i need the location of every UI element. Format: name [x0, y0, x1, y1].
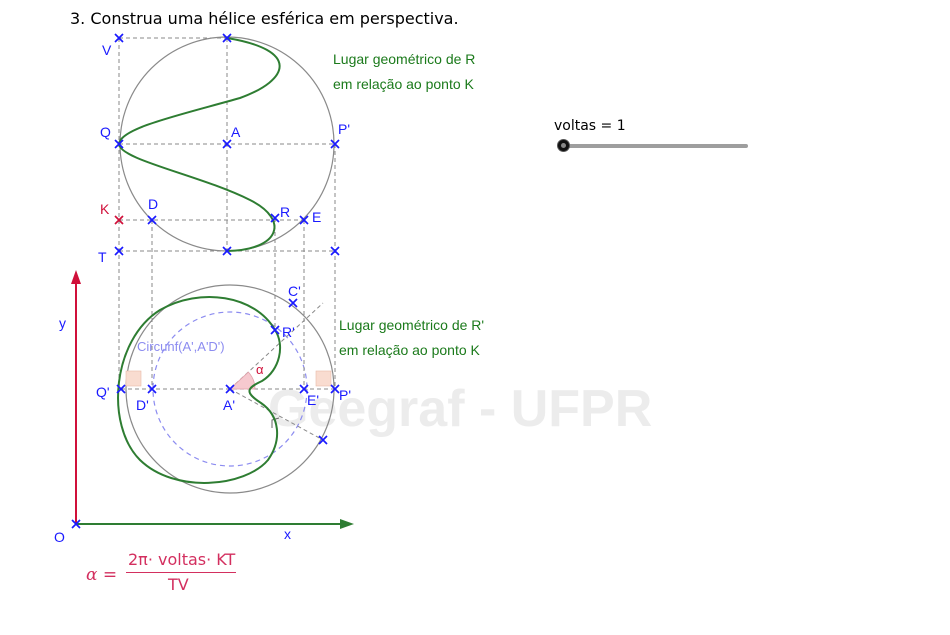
construction-lines	[118, 37, 336, 441]
locus-r-line1: Lugar geométrico de R	[333, 51, 475, 67]
label-o: O	[54, 529, 65, 545]
formula-lhs: α =	[86, 565, 118, 585]
label-alpha: α	[256, 362, 264, 377]
point-v[interactable]	[114, 33, 124, 43]
label-r-prime: R'	[282, 324, 295, 340]
exercise-title: 3. Construa uma hélice esférica em persp…	[70, 9, 459, 28]
helix-curve-plan	[117, 296, 282, 484]
x-axis-arrow	[340, 519, 354, 529]
label-e-prime: E'	[307, 392, 319, 408]
point-lower-right[interactable]	[318, 435, 328, 445]
point-r[interactable]	[270, 213, 280, 223]
point-d[interactable]	[147, 215, 157, 225]
point-r-prime[interactable]	[270, 325, 280, 335]
point-t[interactable]	[114, 246, 124, 256]
right-angle-marker-right	[315, 370, 332, 387]
locus-r-line2: em relação ao ponto K	[333, 76, 475, 92]
point-top[interactable]	[222, 33, 232, 43]
label-e: E	[312, 209, 321, 225]
label-p-prime: P'	[338, 121, 350, 137]
point-a-prime[interactable]	[225, 384, 235, 394]
label-q-prime: Q'	[96, 384, 110, 400]
locus-r-prime-line1: Lugar geométrico de R'	[339, 317, 484, 333]
label-d-prime: D'	[136, 397, 149, 413]
formula-denominator: TV	[168, 575, 189, 594]
point-markers	[71, 33, 340, 529]
point-q[interactable]	[114, 139, 124, 149]
alpha-angle-sector	[228, 371, 256, 390]
label-a-prime: A'	[223, 397, 235, 413]
label-d: D	[148, 196, 158, 212]
point-o[interactable]	[71, 519, 81, 529]
label-y-axis: y	[59, 315, 66, 331]
right-angle-marker-left	[125, 370, 142, 387]
label-x-axis: x	[284, 526, 291, 542]
point-e-prime[interactable]	[299, 384, 309, 394]
point-e[interactable]	[299, 215, 309, 225]
point-p-prime[interactable]	[330, 139, 340, 149]
point-bottom[interactable]	[222, 246, 232, 256]
label-r: R	[280, 204, 290, 220]
point-d-prime[interactable]	[147, 384, 157, 394]
label-p-prime-lower: P'	[339, 387, 351, 403]
point-t-right[interactable]	[330, 246, 340, 256]
label-c-prime: C'	[288, 283, 301, 299]
label-v: V	[102, 42, 112, 58]
y-axis-arrow	[71, 270, 81, 284]
label-t: T	[98, 249, 107, 265]
label-q: Q	[100, 124, 111, 140]
voltas-slider-label: voltas = 1	[554, 118, 626, 134]
label-circunf: Circunf(A',A'D')	[137, 339, 225, 354]
point-p-prime-lower[interactable]	[330, 384, 340, 394]
voltas-slider-handle[interactable]	[557, 139, 570, 152]
formula-fraction-bar	[126, 572, 236, 573]
right-angle-marker-small	[271, 417, 280, 428]
label-a: A	[231, 124, 241, 140]
point-q-prime[interactable]	[116, 384, 126, 394]
point-k[interactable]	[114, 215, 124, 225]
label-k: K	[100, 201, 110, 217]
locus-r-prime-line2: em relação ao ponto K	[339, 342, 481, 358]
point-a[interactable]	[222, 139, 232, 149]
formula-numerator: 2π· voltas· KT	[128, 550, 236, 569]
voltas-slider-track[interactable]	[563, 144, 748, 148]
point-c-prime[interactable]	[288, 298, 298, 308]
